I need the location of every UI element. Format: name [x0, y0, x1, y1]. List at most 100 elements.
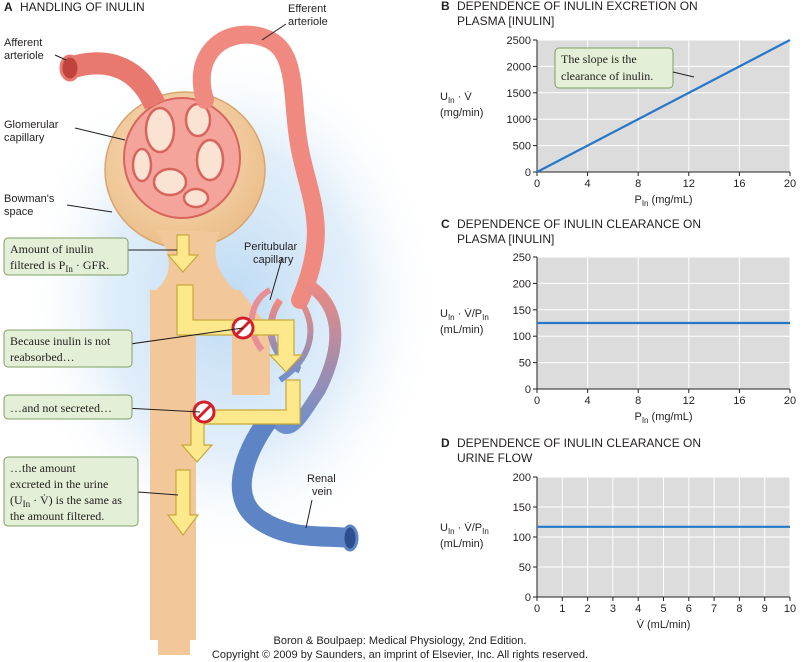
filtered-text-1: Amount of inulin: [10, 242, 93, 256]
y-tick-label: 100: [513, 331, 531, 343]
renal-vein-label-2: vein: [312, 486, 332, 498]
afferent-arteriole: [66, 52, 166, 110]
leader-lines: [54, 23, 313, 529]
bowmans-label-2: space: [4, 206, 33, 218]
afferent-label-1: Afferent: [4, 37, 42, 49]
panel-a: A HANDLING OF INULIN: [3, 0, 440, 655]
efferent-label-1: Efferent: [288, 3, 326, 15]
x-tick-label: 7: [711, 603, 717, 615]
chart-c-letter: C: [441, 217, 450, 231]
filtration-arrow: [166, 234, 200, 273]
series-line: [536, 39, 791, 173]
secreted-text-1: …and not secreted…: [10, 401, 112, 415]
renal-vein-lumen: [341, 524, 359, 552]
y-tick-label: 50: [519, 358, 531, 370]
credit: Boron & Boulpaep: Medical Physiology, 2n…: [212, 635, 588, 661]
y-tick-label: 150: [513, 305, 531, 317]
x-tick-label: 8: [635, 178, 641, 190]
y-tick-label: 50: [519, 562, 531, 574]
x-tick-label: 4: [585, 395, 591, 407]
glomerular-label-1: Glomerular: [4, 119, 59, 131]
peritubular-label-1: Peritubular: [244, 241, 298, 253]
slope-annotation: The slope is the clearance of inulin.: [554, 47, 695, 89]
peritubular-label-2: capillary: [253, 254, 294, 266]
annotation-text-1: The slope is the: [561, 52, 637, 66]
y-tick-label: 2500: [507, 35, 531, 47]
y-tick-label: 250: [513, 252, 531, 264]
chart-b-title-2: PLASMA [INULIN]: [457, 14, 554, 28]
annotation-leader: [672, 71, 695, 78]
chart-d-letter: D: [441, 436, 450, 450]
x-tick-label: 0: [534, 178, 540, 190]
y-tick-label: 0: [525, 592, 531, 604]
x-tick-label: 8: [736, 603, 742, 615]
x-tick-label: 6: [686, 603, 692, 615]
x-axis-label: PIn (mg/mL): [634, 194, 692, 208]
y-tick-label: 150: [513, 502, 531, 514]
x-axis-label: V̇ (mL/min): [637, 618, 691, 631]
glomerular-label-2: capillary: [4, 132, 45, 144]
callout-filtered: Amount of inulin filtered is PIn · GFR.: [3, 237, 129, 276]
x-tick-label: 5: [660, 603, 666, 615]
credit-line-1: Boron & Boulpaep: Medical Physiology, 2n…: [274, 635, 527, 647]
y-tick-label: 0: [525, 384, 531, 396]
x-tick-label: 9: [762, 603, 768, 615]
x-tick-label: 16: [733, 178, 745, 190]
callout-secreted: …and not secreted…: [3, 394, 133, 420]
y-tick-label: 500: [513, 141, 531, 153]
efferent-label-2: arteriole: [288, 16, 328, 28]
x-tick-label: 10: [784, 603, 796, 615]
panel-a-letter: A: [4, 0, 13, 14]
afferent-lumen: [59, 54, 81, 82]
x-tick-label: 16: [733, 395, 745, 407]
x-tick-label: 2: [585, 603, 591, 615]
chart-d-title-1: DEPENDENCE OF INULIN CLEARANCE ON: [457, 436, 701, 450]
y-axis-label-1: UIn · V̇/PIn: [440, 307, 489, 322]
renal-vein: [231, 414, 351, 548]
reabsorbed-text-2: reabsorbed…: [10, 350, 75, 364]
chart-b-letter: B: [441, 0, 450, 13]
x-tick-label: 20: [784, 178, 796, 190]
reabsorbed-text-1: Because inulin is not: [10, 334, 111, 348]
y-axis-label-1: UIn · V̇/PIn: [440, 521, 489, 536]
y-tick-label: 2000: [507, 61, 531, 73]
chart-d-title-2: URINE FLOW: [457, 451, 533, 465]
credit-line-2: Copyright © 2009 by Saunders, an imprint…: [212, 649, 588, 661]
renal-vein-label-1: Renal: [307, 473, 336, 485]
y-axis-label-2: (mL/min): [440, 324, 483, 336]
y-tick-label: 0: [525, 167, 531, 179]
y-tick-label: 1000: [507, 114, 531, 126]
excreted-text-4: the amount filtered.: [10, 509, 104, 523]
x-tick-label: 12: [683, 178, 695, 190]
chart-b: B DEPENDENCE OF INULIN EXCRETION ONPLASMA…: [440, 0, 796, 208]
x-tick-label: 0: [534, 603, 540, 615]
afferent-label-2: arteriole: [4, 50, 44, 62]
excreted-text-2: excreted in the urine: [10, 477, 108, 491]
x-tick-label: 4: [635, 603, 641, 615]
proximal-tubule: [150, 290, 270, 640]
anatomy-labels: Efferent arteriole Afferent arteriole Gl…: [4, 3, 336, 498]
x-tick-label: 20: [784, 395, 796, 407]
x-axis-label: PIn (mg/mL): [634, 411, 692, 425]
filtered-text-2: filtered is PIn · GFR.: [10, 258, 109, 274]
annotation-box: [554, 47, 674, 89]
y-axis-label-2: (mL/min): [440, 538, 483, 550]
y-tick-label: 1500: [507, 88, 531, 100]
callout-excreted: …the amount excreted in the urine (UIn ·…: [3, 456, 139, 527]
bowmans-label-1: Bowman's: [4, 193, 55, 205]
annotation-text-2: clearance of inulin.: [561, 69, 653, 83]
chart-c-title-2: PLASMA [INULIN]: [457, 232, 554, 246]
excreted-text-3: (UIn · V̇) is the same as: [10, 493, 122, 509]
y-tick-label: 200: [513, 278, 531, 290]
glomerular-loops: [131, 102, 225, 209]
y-axis-label-2: (mg/min): [440, 107, 483, 119]
excreted-text-1: …the amount: [10, 461, 76, 475]
chart-c-title-1: DEPENDENCE OF INULIN CLEARANCE ON: [457, 217, 701, 231]
peritubular-capillary: [248, 274, 342, 434]
x-tick-label: 3: [610, 603, 616, 615]
chart-b-title-1: DEPENDENCE OF INULIN EXCRETION ON: [457, 0, 698, 13]
callout-reabsorbed: Because inulin is not reabsorbed…: [3, 329, 133, 368]
collecting-tubule: [158, 600, 190, 655]
x-tick-label: 4: [585, 178, 591, 190]
